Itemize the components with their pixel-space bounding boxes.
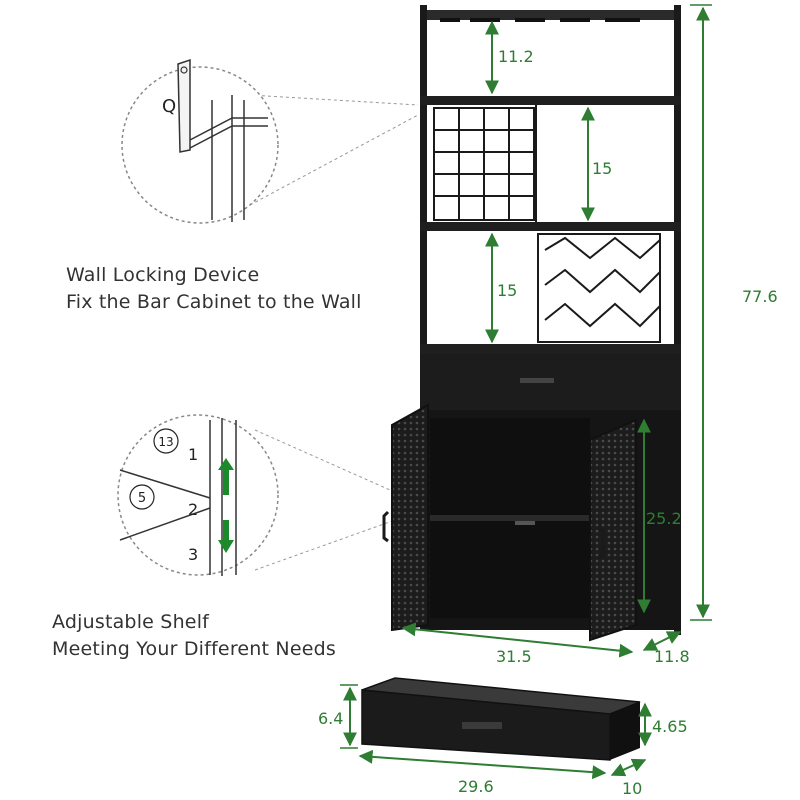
dim-drawer-depth: 10 (622, 779, 642, 798)
dim-width: 31.5 (496, 647, 532, 666)
part-5-label: 5 (138, 491, 146, 506)
wall-bracket (177, 58, 268, 222)
dimension-lines (340, 4, 712, 780)
hole-1-label: 1 (188, 445, 198, 464)
arrow-down-icon (218, 520, 234, 553)
part-5-badge (129, 484, 155, 510)
shelf-2 (420, 222, 681, 231)
hole-2-label: 2 (188, 500, 198, 519)
right-door-handle (597, 526, 605, 560)
detached-drawer (361, 677, 641, 761)
bar-cabinet (382, 5, 681, 642)
wall-locking-title: Wall Locking Device (66, 264, 260, 286)
left-post (420, 5, 427, 630)
shelf-3 (420, 344, 681, 354)
zigzag-rack (537, 233, 661, 343)
dim-drawer-height: 6.4 (318, 709, 343, 728)
right-post (674, 5, 681, 635)
left-door (391, 403, 429, 632)
dim-total-height: 77.6 (742, 287, 778, 306)
adjustable-shelf-desc: Meeting Your Different Needs (52, 638, 336, 660)
dim-top-shelf-gap: 11.2 (498, 47, 534, 66)
drawer-front-handle (462, 722, 502, 729)
inner-shelf (430, 515, 590, 521)
shelf-1 (420, 96, 681, 105)
adjustable-shelf-detail: 13 5 1 2 3 (117, 414, 396, 576)
q-label: Q (162, 96, 176, 117)
glass-rack (427, 10, 674, 20)
wall-lock-detail: Q (121, 58, 419, 224)
part-13-label: 13 (158, 435, 173, 449)
drawer-handle (520, 378, 554, 383)
wine-grid (433, 107, 535, 221)
dim-wine-rack-gap: 15 (592, 159, 612, 178)
arrow-up-icon (218, 458, 234, 495)
dim-cabinet-height: 25.2 (646, 509, 682, 528)
wall-locking-desc: Fix the Bar Cabinet to the Wall (66, 291, 362, 313)
hole-3-label: 3 (188, 545, 198, 564)
dim-drawer-inner-height: 4.65 (652, 717, 688, 736)
dim-middle-shelf-gap: 15 (497, 281, 517, 300)
adjustable-shelf-title: Adjustable Shelf (52, 611, 210, 633)
part-13-badge (153, 428, 179, 454)
right-door (589, 418, 637, 642)
dim-depth: 11.8 (654, 647, 690, 666)
left-door-handle (382, 510, 390, 543)
dim-drawer-width: 29.6 (458, 777, 494, 796)
